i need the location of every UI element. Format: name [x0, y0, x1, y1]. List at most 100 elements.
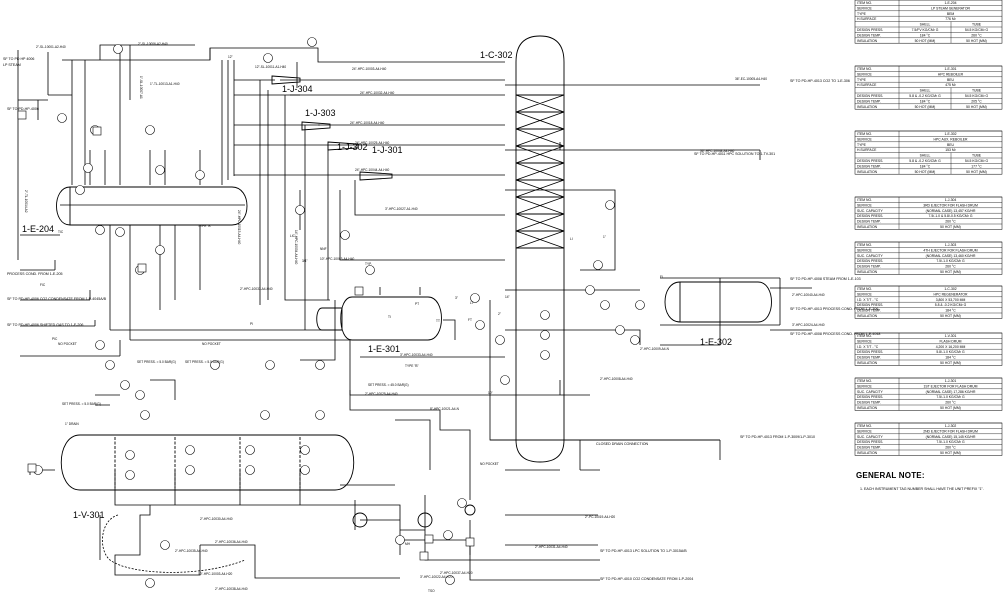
stream-labels: SF TO PD HP 4006 LP STEAM SF TO PD-HP-4006… [3, 57, 880, 581]
line-label: 2"-SL-10001-A2-H40 [36, 45, 66, 49]
table-cell: HPC REGENERATOR [934, 292, 969, 296]
equipment-labels: 1-C-302 1-E-204 1-E-301 1-E-302 1-V-301 … [22, 50, 732, 520]
line-label: 24"-HPC-10018-A4-H40 [350, 121, 384, 125]
general-notes-title: GENERAL NOTE: [856, 471, 925, 480]
table-cell: INSULATION [857, 225, 878, 229]
table-cell: 5.8 & -0.2 KG/CM² G [909, 94, 941, 98]
line-label: 2"-HPC-10031-A4-H40 [535, 545, 568, 549]
line-label: 12" [228, 55, 233, 59]
line-label: 2"-HPC-10035-A4-H40 [175, 549, 208, 553]
equipment-shapes [56, 35, 772, 528]
line-label: 3"-HPC-10033-A4-H40 [400, 353, 433, 357]
line-label: 2"-HPC-10037-A4-H20 [440, 571, 473, 575]
line-label: 10"-HPC-10003-A4-H40 [320, 257, 354, 261]
table-cell: 1-J-304 [945, 198, 957, 202]
stream-label: SF TO PD-HP-4013 PROCESS COND. FROM 1-E-… [790, 307, 878, 311]
table-cell: 776 M² [945, 17, 956, 21]
table-cell: DESIGN TEMP. [857, 33, 881, 37]
table-cell: DESIGN PRESS. [857, 259, 883, 263]
table-cell: DESIGN TEMP. [857, 401, 881, 405]
table-cell: 54.5 KG/CM² G [965, 28, 989, 32]
instrument-label: 14" [505, 295, 510, 299]
instrument-label: LIC [290, 234, 296, 238]
table-cell: 1-C-302 [944, 287, 956, 291]
table-cell: HPC AUX. REBOILER [934, 137, 968, 141]
vessel-v301-baffles [114, 437, 301, 488]
line-label: 2"-TL-10014-A2 [24, 190, 28, 213]
instrument-label: 2" [498, 312, 501, 316]
table-cell: SERVICE [857, 384, 873, 388]
instrument-label: SET PRESS. = 5.0 BAR(G) [137, 360, 176, 364]
table-cell: 1-J-301 [945, 379, 957, 383]
table-cell: INSULATION [857, 39, 878, 43]
exchanger-e301-shell [340, 296, 442, 341]
table-cell: 50 HOT (MM) [915, 39, 936, 43]
table-cell: ITEM NO. [857, 287, 872, 291]
general-note-item: 1. EACH INSTRUMENT TAG NUMBER SHALL HAVE… [860, 487, 984, 491]
table-cell: 1-E-301 [944, 67, 956, 71]
table-cell: 1-E-204 [944, 1, 956, 5]
exchanger-e301-head [316, 307, 343, 331]
line-label: 10"-HPC-10003-A4-H20 [198, 572, 232, 576]
table-cell: 2ND EJECTOR FOR FLASH DRUM [923, 429, 978, 433]
table-cell: SHELL [920, 154, 931, 158]
column-c302-label: 1-C-302 [480, 50, 513, 60]
table-cell: 260 °C [945, 446, 956, 450]
general-notes: GENERAL NOTE: 1. EACH INSTRUMENT TAG NUM… [856, 471, 1001, 491]
table-cell: 4,200 X 16,200 MM [936, 345, 966, 349]
ejector-j303-shape [301, 121, 331, 131]
table-cell: DESIGN PRESS. [857, 159, 883, 163]
table-cell: DESIGN PRESS. [857, 303, 883, 307]
stream-label: SF TO PD HP 4006 [3, 57, 34, 61]
table-cell: ITEM NO. [857, 67, 872, 71]
vessel-v301-label: 1-V-301 [73, 510, 105, 520]
table-cell: DESIGN TEMP. [857, 164, 881, 168]
stream-label: PROCESS COND. FROM 1-E-205 [7, 272, 63, 276]
table-cell: 50 HOT (MM) [940, 361, 961, 365]
ejector-j302-shape [327, 141, 359, 151]
table-cell: 475 M² [945, 83, 956, 87]
table-cell: I.D. X T/T - °C [857, 298, 879, 302]
table-cell: SUC. CAPACITY [857, 390, 883, 394]
table-cell: DESIGN PRESS. [857, 350, 883, 354]
ejector-j303-label: 1-J-303 [305, 108, 336, 118]
table-cell: SERVICE [857, 72, 873, 76]
table-cell: 184 °C [920, 164, 931, 168]
table-cell: 260 °C [971, 33, 982, 37]
instrument-label: 3/4" [302, 259, 308, 263]
table-cell: SERVICE [857, 248, 873, 252]
table-cell: 50 HOT (MM) [940, 406, 961, 410]
table-cell: 7.5/-1.0 KG/CM² G [936, 395, 965, 399]
stream-label: SF TO PD-HP-4006 CO2 CONDENSATE FROM 1-P… [7, 297, 107, 301]
stream-label: SF TO PD-HP-4013 LPC SOLUTION TO 1-P-301… [600, 549, 687, 553]
line-label: 2"-HPC-10030-A4-H40 [200, 517, 233, 521]
instrument-label: NO POCKET [480, 462, 499, 466]
stream-label: SF TO PD-HP-4006 [7, 107, 39, 111]
instrument-label: TYP. [365, 262, 372, 266]
stream-label: LP STEAM [3, 63, 21, 67]
line-label: 2"-HPC-10038-A4-H40 [215, 587, 248, 591]
table-cell: I.D. X T/T - °C [857, 345, 879, 349]
line-label: 24"-HPC-10032-A4-H40 [360, 91, 394, 95]
instrument-label: TT [436, 319, 440, 323]
exchanger-e301-label: 1-E-301 [368, 344, 400, 354]
table-cell: 50 HOT (MM) [915, 105, 936, 109]
table-cell: DESIGN TEMP. [857, 99, 881, 103]
instrument-label: PIC [52, 337, 58, 341]
table-cell: 184 °C [945, 309, 956, 313]
instrument-label: LT [470, 301, 474, 305]
table-cell: INSULATION [857, 314, 878, 318]
column-c302-packing [515, 94, 565, 249]
line-label: 2"-PC-10019-A4-H20 [585, 515, 615, 519]
instrument-label: FT [468, 318, 472, 322]
table-cell: (NORMAL CASE) 15,145 KG/HR [926, 435, 976, 439]
piping-network [17, 44, 812, 581]
table-cell: 184 °C [920, 33, 931, 37]
table-cell: TUBE [972, 23, 982, 27]
instrument-label: FI [660, 275, 663, 279]
table-cell: DESIGN TEMP. [857, 446, 881, 450]
